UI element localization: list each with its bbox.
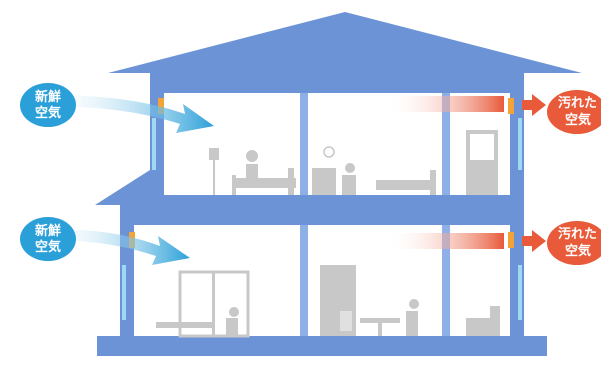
fresh-air-label-line2: 空気 xyxy=(35,239,61,255)
person-icon xyxy=(246,150,258,162)
stale-air-band-upper xyxy=(386,96,504,112)
stale-air-bubble-lower: 汚れた 空気 xyxy=(547,221,601,265)
window-strip-upper-left xyxy=(152,118,156,170)
bed-2 xyxy=(376,180,436,190)
main-roof xyxy=(108,12,582,73)
window-strip-lower-left xyxy=(122,265,126,320)
lower-roof xyxy=(95,170,150,205)
vent-fan-icon xyxy=(158,98,164,114)
foundation xyxy=(97,336,547,356)
fresh-air-label-line1: 新鮮 xyxy=(35,89,61,105)
floor-lamp xyxy=(209,148,219,160)
diner-2-head xyxy=(409,299,419,309)
person-body xyxy=(246,164,258,182)
stale-air-band-lower xyxy=(386,233,504,249)
stale-air-label-line1: 汚れた xyxy=(558,226,597,242)
seated-person-body xyxy=(342,175,356,195)
dining-table-leg xyxy=(378,323,382,336)
fresh-air-label-line1: 新鮮 xyxy=(35,223,61,239)
floor-lamp-pole xyxy=(213,160,215,195)
wardrobe-shelf xyxy=(470,134,494,160)
toilet-icon xyxy=(466,318,500,336)
upper-furniture xyxy=(209,130,498,195)
diner-1-head xyxy=(342,299,352,309)
bench xyxy=(156,322,214,328)
fresh-air-label-line2: 空気 xyxy=(35,105,61,121)
bed-headboard xyxy=(288,168,294,195)
bed-icon xyxy=(232,178,296,188)
stale-air-label-line2: 空気 xyxy=(565,243,591,259)
fresh-air-arrow-icon xyxy=(40,95,214,133)
bed-2-headboard xyxy=(430,170,436,195)
dining-table xyxy=(360,318,400,323)
seated-person-head xyxy=(345,163,355,173)
diner-2-body xyxy=(406,311,418,336)
vent-fan-icon xyxy=(508,232,514,248)
bed-frame-left xyxy=(232,175,236,195)
partition-lower-1 xyxy=(300,225,308,336)
fresh-air-bubble-lower: 新鮮 空気 xyxy=(20,217,76,261)
stale-air-bubble-upper: 汚れた 空気 xyxy=(547,90,601,134)
attic-floor xyxy=(150,73,524,93)
clock-icon xyxy=(323,146,335,158)
fresh-air-bubble-upper: 新鮮 空気 xyxy=(20,83,76,127)
window-strip-upper-right xyxy=(518,118,522,170)
diner-1-body xyxy=(340,311,352,331)
toilet-tank xyxy=(490,306,500,320)
child-body xyxy=(226,318,238,336)
stale-air-label-line1: 汚れた xyxy=(558,95,597,111)
partition-upper-1 xyxy=(300,93,308,195)
upper-floor-slab xyxy=(120,195,524,225)
lower-furniture xyxy=(156,265,500,338)
stale-air-arrow-icon xyxy=(522,94,546,116)
window-strip-lower-right xyxy=(518,265,522,320)
stale-air-label-line2: 空気 xyxy=(565,112,591,128)
stale-air-arrow-icon xyxy=(522,230,546,252)
child-head xyxy=(229,307,239,317)
sliding-window-divider xyxy=(212,272,215,336)
desk xyxy=(312,168,336,195)
partition-lower-2 xyxy=(442,225,450,336)
partition-upper-2 xyxy=(442,93,450,195)
fresh-air-arrow-icon xyxy=(40,229,190,265)
vent-fan-icon xyxy=(508,98,514,114)
